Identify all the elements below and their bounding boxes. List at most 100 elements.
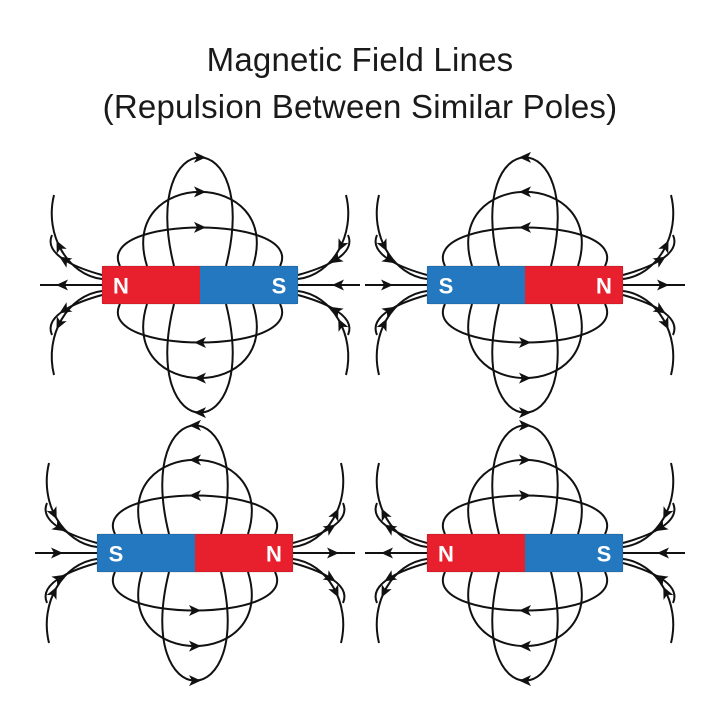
south-pole-half [200,266,298,304]
pole-label-left: N [438,542,454,567]
field-arrow [56,279,68,291]
pole-label-right: N [266,542,282,567]
field-arrow [519,372,531,384]
field-line [292,558,345,644]
field-arrow [189,454,201,466]
field-arrow [519,337,531,348]
field-arrow [194,337,206,348]
field-line [50,194,103,280]
field-arrow [663,586,674,600]
field-arrow [381,279,393,291]
field-arrow [330,306,344,318]
field-line [622,290,675,376]
field-line [49,234,103,276]
pole-label-left: S [109,542,124,567]
field-arrow [657,547,669,559]
magnet-outline [426,265,624,305]
field-arrow [189,640,201,652]
field-arrow [658,316,669,330]
field-arrow [655,574,669,586]
field-arrow [381,252,395,264]
south-pole-half [525,534,623,572]
magnet-outline [96,533,294,573]
field-arrow [381,508,392,522]
field-arrow [56,316,67,330]
field-arrow [189,419,201,431]
field-arrow [519,490,531,501]
field-arrow [46,506,57,520]
pole-label-right: S [597,542,612,567]
field-arrow [51,520,65,532]
field-arrow [194,407,206,419]
field-line [374,562,428,604]
pole-label-right: S [272,274,287,299]
field-line [166,156,234,267]
field-arrow [376,238,387,252]
field-arrow [655,520,669,532]
field-arrow [376,318,387,332]
field-line [622,294,676,336]
field-arrow [381,547,393,559]
field-arrow [59,256,73,268]
field-lines [365,419,685,687]
field-arrow [56,240,67,254]
field-arrow [51,547,63,559]
field-line [161,424,229,535]
field-arrow [384,570,398,582]
field-arrow [194,151,206,163]
field-arrow [338,318,349,332]
field-arrow [46,586,57,600]
pole-label-left: S [439,274,454,299]
field-arrow [652,302,666,314]
field-arrow [519,640,531,652]
field-arrow [519,151,531,163]
field-arrow [338,238,349,252]
field-lines [35,419,355,687]
field-arrow [194,221,206,233]
field-arrow [189,490,201,501]
field-line [491,156,559,267]
field-arrow [384,524,398,536]
field-line [622,194,675,280]
field-line [491,571,559,682]
field-line [292,462,345,548]
field-arrow [381,584,392,598]
field-line [166,303,234,414]
field-line [161,571,229,682]
field-arrow [381,306,395,318]
field-arrow [663,506,674,520]
north-pole-half [525,266,623,304]
field-line [292,502,346,544]
field-arrow [328,508,339,522]
field-arrow [322,524,336,536]
north-pole-half [102,266,200,304]
field-line [50,290,103,376]
field-arrow [519,186,531,198]
field-arrow [652,256,666,268]
field-arrow [189,675,201,687]
field-arrow [519,419,531,431]
field-arrow [519,605,531,616]
south-pole-half [427,266,525,304]
north-pole-half [195,534,293,572]
field-arrow [658,240,669,254]
field-arrow [519,675,531,687]
field-line [49,294,103,336]
field-arrow [330,252,344,264]
field-arrow [328,584,339,598]
field-line [622,234,676,276]
field-arrow [519,407,531,419]
field-line [292,562,346,604]
field-line [375,558,428,644]
field-arrow [194,372,206,384]
diagram-title: Magnetic Field Lines [206,41,514,78]
